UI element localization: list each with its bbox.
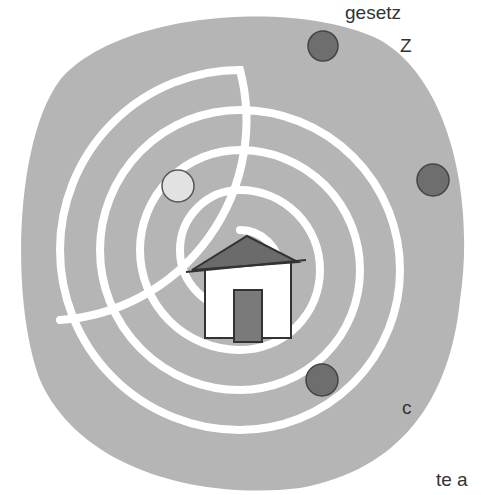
dot-marker (308, 31, 338, 61)
page-text-fragment: Z (400, 36, 412, 57)
house-icon (186, 236, 306, 342)
page-text-fragment: te a (436, 470, 468, 491)
spiral-path (60, 70, 400, 430)
dot-marker (417, 164, 449, 196)
dot-marker (306, 364, 338, 396)
page-text-fragment: c (402, 398, 412, 419)
dot-marker (162, 170, 194, 202)
ground-blob (21, 17, 464, 491)
page-text-fragment: gesetz (345, 3, 401, 24)
